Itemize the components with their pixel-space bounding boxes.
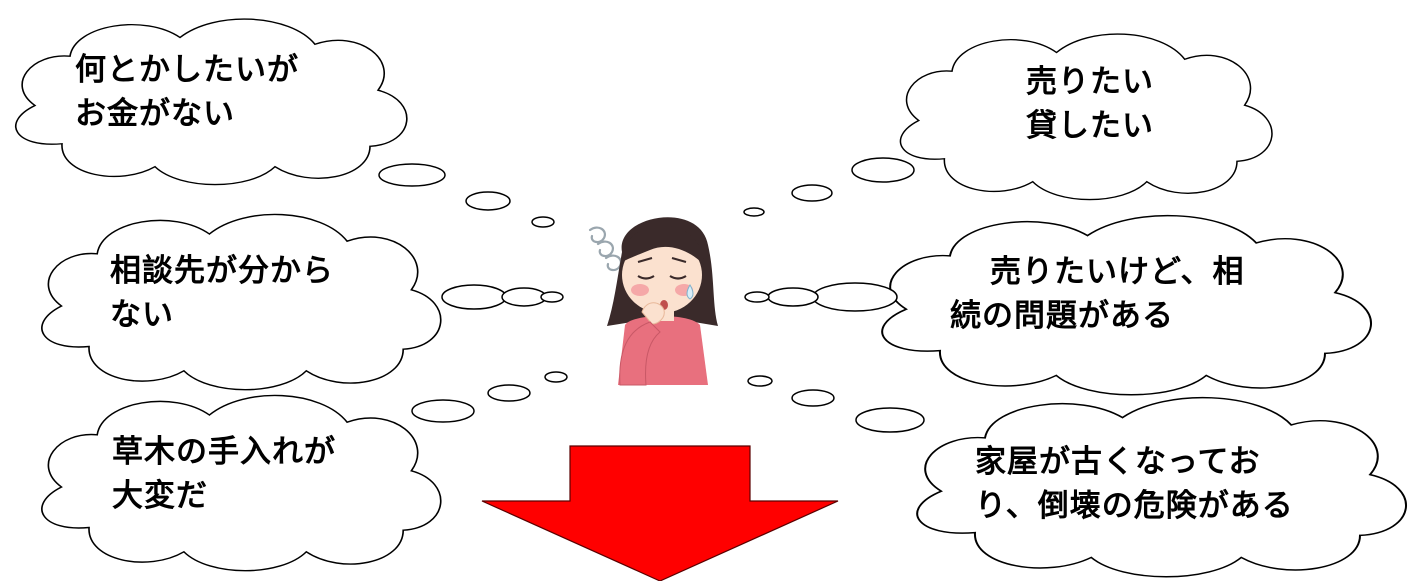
thought-weeds-line-2: 大変だ [112, 478, 208, 514]
thought-weeds-line-1: 草木の手入れが [112, 434, 336, 470]
bubble-trail-top-left [378, 163, 555, 228]
thought-money: 何とかしたいが お金がない [75, 48, 299, 136]
thought-consult-line-2: ない [110, 297, 174, 333]
thought-sell-line-1: 売りたい [1026, 64, 1154, 100]
thought-weeds: 草木の手入れが 大変だ [112, 430, 336, 518]
bubble-trail-bottom-right [747, 375, 925, 433]
thought-house: 家屋が古くなってお り、倒壊の危険がある [975, 440, 1294, 528]
thought-consult-line-1: 相談先が分から [110, 253, 334, 289]
thought-sell: 売りたい 貸したい [1005, 60, 1175, 148]
thought-consult: 相談先が分から ない [110, 249, 334, 337]
thought-inherit: 売りたいけど、相 続の問題がある [950, 250, 1244, 338]
thought-money-line-1: 何とかしたいが [75, 52, 299, 88]
bubble-trail-bottom-left [411, 371, 568, 423]
thought-inherit-line-2: 続の問題がある [950, 298, 1174, 334]
thought-money-line-2: お金がない [75, 96, 235, 132]
down-arrow-icon [481, 445, 839, 581]
dizzy-swirl-icon [588, 226, 622, 272]
worried-woman-icon [607, 217, 718, 386]
bubble-trail-top-right [743, 157, 915, 217]
bubble-trail-mid-right [744, 282, 898, 312]
thought-sell-line-2: 貸したい [1026, 108, 1154, 144]
bubble-trail-mid-left [441, 284, 564, 310]
thought-house-line-1: 家屋が古くなってお [975, 444, 1261, 480]
thought-house-line-2: り、倒壊の危険がある [975, 488, 1294, 524]
thought-inherit-line-1: 売りたいけど、相 [990, 254, 1245, 290]
